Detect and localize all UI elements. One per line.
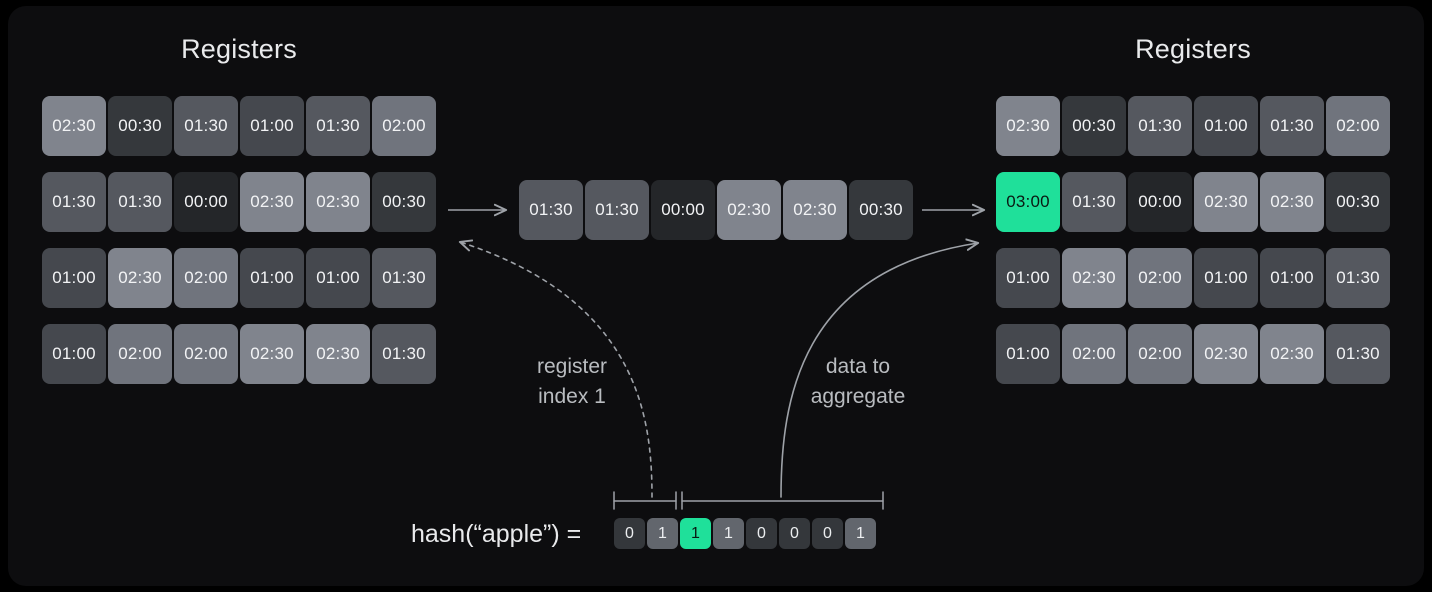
register-cell: 01:30 [372, 248, 436, 308]
register-cell: 00:30 [108, 96, 172, 156]
data-to-aggregate-label: data to aggregate [810, 355, 906, 408]
register-cell: 02:30 [240, 172, 304, 232]
register-cell: 02:30 [1194, 324, 1258, 384]
register-cell: 01:00 [42, 324, 106, 384]
middle-register-cell: 01:30 [519, 180, 583, 240]
middle-register-cell: 00:00 [651, 180, 715, 240]
register-cell: 01:30 [1260, 96, 1324, 156]
hash-bit: 0 [614, 518, 645, 549]
register-cell: 01:30 [174, 96, 238, 156]
register-cell: 02:00 [1062, 324, 1126, 384]
register-cell: 01:00 [42, 248, 106, 308]
hash-bit: 0 [812, 518, 843, 549]
register-cell: 01:30 [108, 172, 172, 232]
middle-register-cell: 02:30 [783, 180, 847, 240]
register-index-label: register index 1 [536, 355, 608, 408]
register-cell: 02:30 [108, 248, 172, 308]
register-cell: 01:00 [1194, 96, 1258, 156]
register-cell: 00:00 [174, 172, 238, 232]
register-cell: 02:00 [174, 248, 238, 308]
register-cell: 01:00 [1194, 248, 1258, 308]
register-cell: 02:00 [1128, 324, 1192, 384]
register-cell: 02:30 [1194, 172, 1258, 232]
register-cell: 02:00 [108, 324, 172, 384]
register-cell: 01:00 [996, 248, 1060, 308]
register-cell: 02:30 [1062, 248, 1126, 308]
middle-register-cell: 01:30 [585, 180, 649, 240]
register-cell: 02:30 [996, 96, 1060, 156]
register-cell: 00:00 [1128, 172, 1192, 232]
register-cell: 02:00 [372, 96, 436, 156]
hash-bit: 1 [647, 518, 678, 549]
register-cell: 00:30 [372, 172, 436, 232]
register-cell: 02:00 [1128, 248, 1192, 308]
register-cell: 01:30 [1326, 248, 1390, 308]
register-cell: 02:00 [174, 324, 238, 384]
middle-register-cell: 00:30 [849, 180, 913, 240]
left-registers-title: Registers [181, 34, 297, 64]
hash-bit: 0 [746, 518, 777, 549]
register-cell: 01:30 [372, 324, 436, 384]
hash-bit: 1 [680, 518, 711, 549]
register-cell: 01:30 [306, 96, 370, 156]
register-cell: 01:30 [1062, 172, 1126, 232]
register-cell: 02:30 [306, 172, 370, 232]
register-cell: 01:00 [240, 248, 304, 308]
register-cell: 01:00 [240, 96, 304, 156]
register-cell: 02:00 [1326, 96, 1390, 156]
register-cell: 00:30 [1326, 172, 1390, 232]
right-registers-title: Registers [1135, 34, 1251, 64]
register-cell: 00:30 [1062, 96, 1126, 156]
register-cell: 01:00 [306, 248, 370, 308]
hash-bit: 0 [779, 518, 810, 549]
register-cell: 01:30 [42, 172, 106, 232]
register-cell: 02:30 [1260, 324, 1324, 384]
hash-expression-label: hash(“apple”) = [411, 520, 582, 548]
register-cell: 02:30 [240, 324, 304, 384]
register-cell: 02:30 [306, 324, 370, 384]
register-cell: 01:30 [1326, 324, 1390, 384]
hash-bit: 1 [713, 518, 744, 549]
hash-bit: 1 [845, 518, 876, 549]
register-cell: 02:30 [42, 96, 106, 156]
register-cell: 03:00 [996, 172, 1060, 232]
register-cell: 01:30 [1128, 96, 1192, 156]
register-cell: 02:30 [1260, 172, 1324, 232]
register-cell: 01:00 [996, 324, 1060, 384]
register-cell: 01:00 [1260, 248, 1324, 308]
middle-register-cell: 02:30 [717, 180, 781, 240]
